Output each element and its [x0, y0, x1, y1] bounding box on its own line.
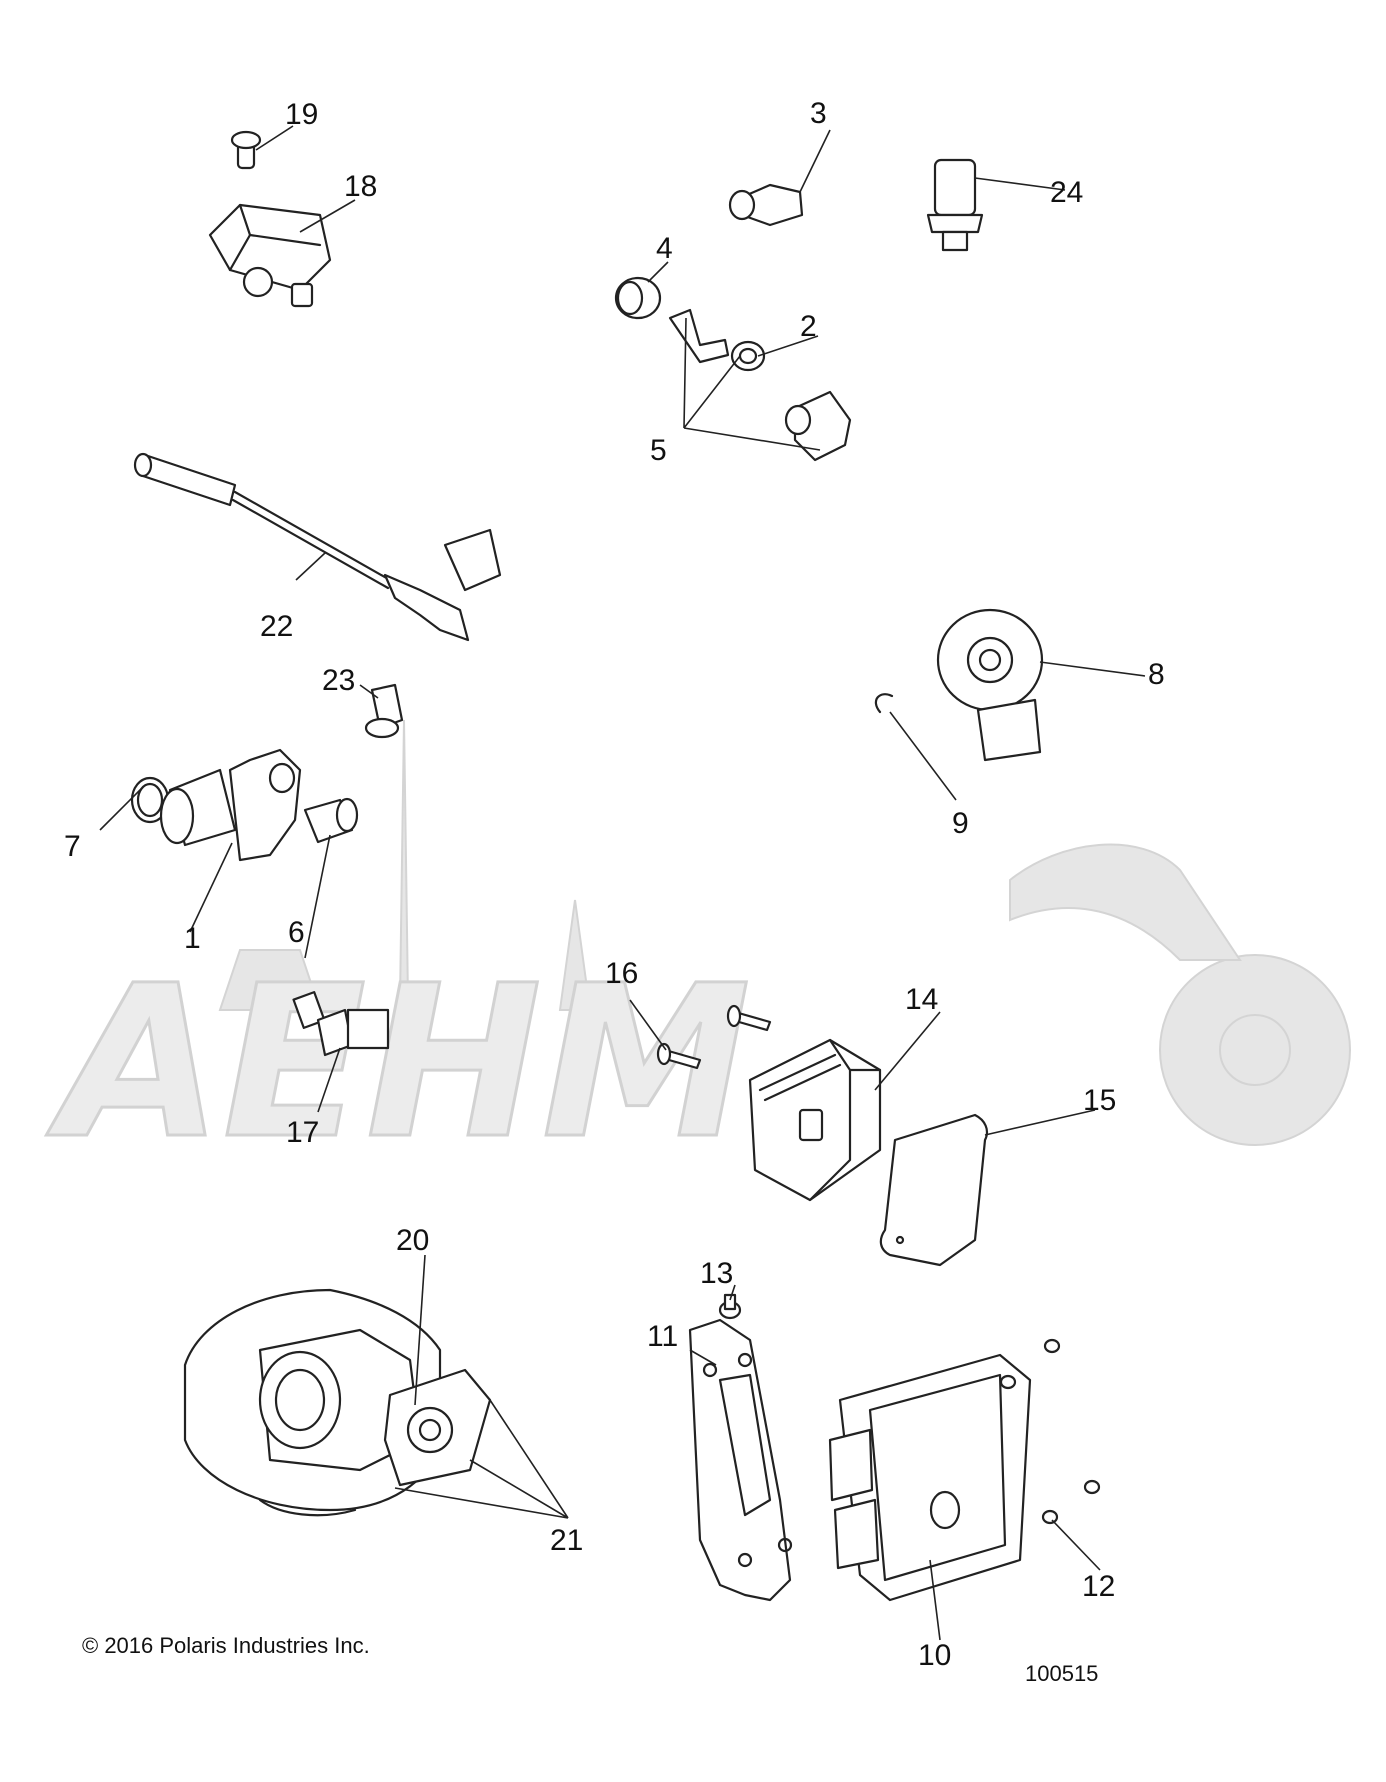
callout-4: 4 — [656, 232, 673, 265]
callout-17: 17 — [286, 1116, 319, 1149]
callout-11: 11 — [647, 1320, 678, 1353]
callout-13: 13 — [700, 1257, 733, 1290]
part-6-sleeve — [303, 797, 359, 844]
leader-lines — [99, 125, 1146, 1641]
part-17-temp-sensor — [292, 991, 390, 1057]
part-5-bracket — [668, 308, 730, 364]
part-15-gasket — [879, 1113, 989, 1267]
callout-5: 5 — [650, 434, 667, 467]
part-23-bolt — [364, 683, 404, 739]
part-19-bolt — [230, 130, 262, 170]
part-24-pressure-switch — [926, 158, 984, 252]
callout-3: 3 — [810, 97, 827, 130]
part-2-washer — [730, 340, 766, 372]
drawing-number: 100515 — [1025, 1661, 1099, 1686]
callout-24: 24 — [1050, 176, 1083, 209]
callout-14: 14 — [905, 983, 938, 1016]
part-1-cam-sensor — [159, 748, 302, 862]
part-16-screws — [656, 1004, 772, 1070]
callout-1: 1 — [184, 922, 201, 955]
callout-2: 2 — [800, 310, 817, 343]
part-5-sensor — [784, 390, 852, 462]
callout-7: 7 — [64, 830, 81, 863]
part-13-screw — [718, 1293, 742, 1320]
part-22-speed-sensor — [133, 452, 502, 642]
callout-15: 15 — [1083, 1084, 1116, 1117]
part-20-throttle-body — [183, 1288, 492, 1517]
callout-12: 12 — [1082, 1570, 1115, 1603]
callout-10: 10 — [918, 1639, 951, 1672]
callout-6: 6 — [288, 916, 305, 949]
callout-21: 21 — [550, 1524, 583, 1557]
callout-22: 22 — [260, 610, 293, 643]
part-18-map-sensor — [208, 203, 332, 308]
callouts: 1 2 3 4 5 6 7 8 9 10 11 12 13 14 15 16 1… — [64, 97, 1165, 1672]
part-12-screws — [999, 1338, 1101, 1525]
callout-20: 20 — [396, 1224, 429, 1257]
watermark-logo: AEHM — [45, 719, 1351, 1187]
callout-19: 19 — [285, 98, 318, 131]
copyright-text: © 2016 Polaris Industries Inc. — [82, 1633, 370, 1658]
callout-23: 23 — [322, 664, 355, 697]
callout-8: 8 — [1148, 658, 1165, 691]
callout-9: 9 — [952, 807, 969, 840]
watermark-text: AEHM — [46, 940, 751, 1185]
part-3-plug — [728, 183, 804, 227]
part-4-cap — [614, 276, 662, 320]
part-14-module-housing — [748, 1038, 882, 1202]
part-10-ecu — [828, 1353, 1032, 1602]
part-8-knock-sensor — [936, 608, 1044, 762]
part-9-clip — [874, 693, 894, 714]
part-11-bracket — [688, 1318, 793, 1602]
callout-18: 18 — [344, 170, 377, 203]
callout-16: 16 — [605, 957, 638, 990]
